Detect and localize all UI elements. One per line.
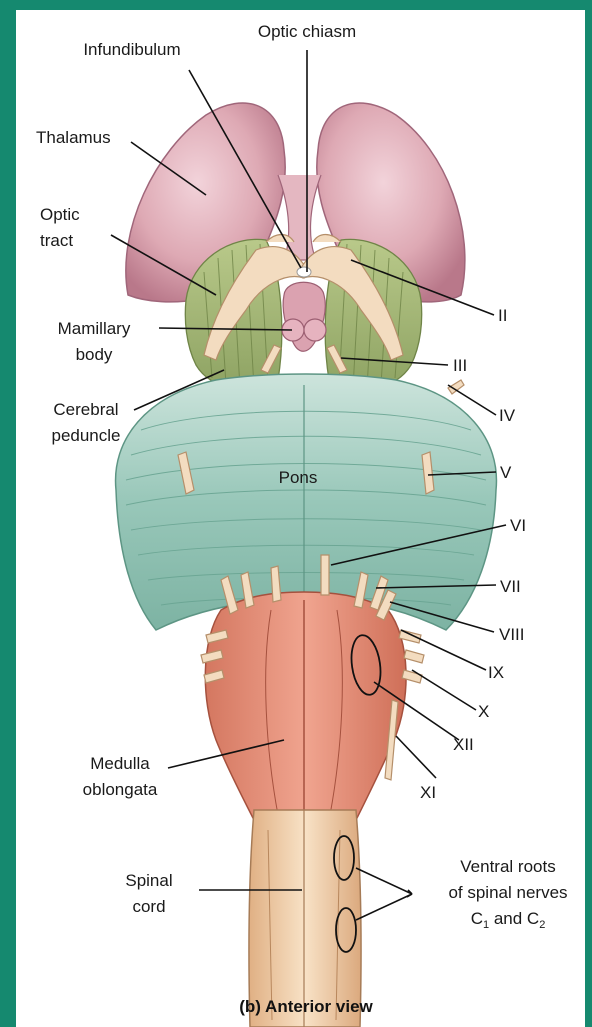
label-ventral-roots-line1: Ventral roots: [460, 857, 555, 876]
label-mamillary-line2: body: [76, 345, 113, 364]
label-nerve-viii: VIII: [499, 625, 525, 644]
label-infundibulum: Infundibulum: [83, 40, 180, 59]
figure-frame: Optic chiasm Infundibulum Thalamus Optic…: [16, 10, 585, 1027]
c2-subscript: 2: [539, 919, 545, 931]
and-c-text: and C: [489, 909, 539, 928]
brainstem-illustration: Optic chiasm Infundibulum Thalamus Optic…: [16, 10, 585, 1027]
label-nerve-ix: IX: [488, 663, 504, 682]
figure-caption: (b) Anterior view: [239, 997, 373, 1016]
label-nerve-xi: XI: [420, 783, 436, 802]
label-optic-tract-line1: Optic: [40, 205, 80, 224]
label-optic-tract-line2: tract: [40, 231, 73, 250]
label-thalamus: Thalamus: [36, 128, 111, 147]
label-mamillary-line1: Mamillary: [58, 319, 131, 338]
label-cerebral-peduncle-line2: peduncle: [51, 426, 120, 445]
mamillary-body-shape: [282, 267, 326, 351]
c1-letter: C: [471, 909, 483, 928]
label-cerebral-peduncle-line1: Cerebral: [53, 400, 118, 419]
label-nerve-x: X: [478, 702, 489, 721]
label-nerve-ii: II: [498, 306, 507, 325]
label-ventral-roots-line2: of spinal nerves: [448, 883, 567, 902]
label-nerve-iii: III: [453, 356, 467, 375]
label-nerve-vii: VII: [500, 577, 521, 596]
label-spinal-cord-line1: Spinal: [125, 871, 172, 890]
label-nerve-vi: VI: [510, 516, 526, 535]
label-nerve-v: V: [500, 463, 512, 482]
medulla-shape: [205, 592, 406, 820]
label-spinal-cord-line2: cord: [132, 897, 165, 916]
label-medulla-line1: Medulla: [90, 754, 150, 773]
label-ventral-roots-line3: C1 and C2: [471, 909, 546, 931]
spinal-cord-shape: [249, 810, 361, 1027]
label-nerve-xii: XII: [453, 735, 474, 754]
label-optic-chiasm: Optic chiasm: [258, 22, 356, 41]
label-medulla-line2: oblongata: [83, 780, 158, 799]
label-nerve-iv: IV: [499, 406, 516, 425]
label-pons: Pons: [279, 468, 318, 487]
